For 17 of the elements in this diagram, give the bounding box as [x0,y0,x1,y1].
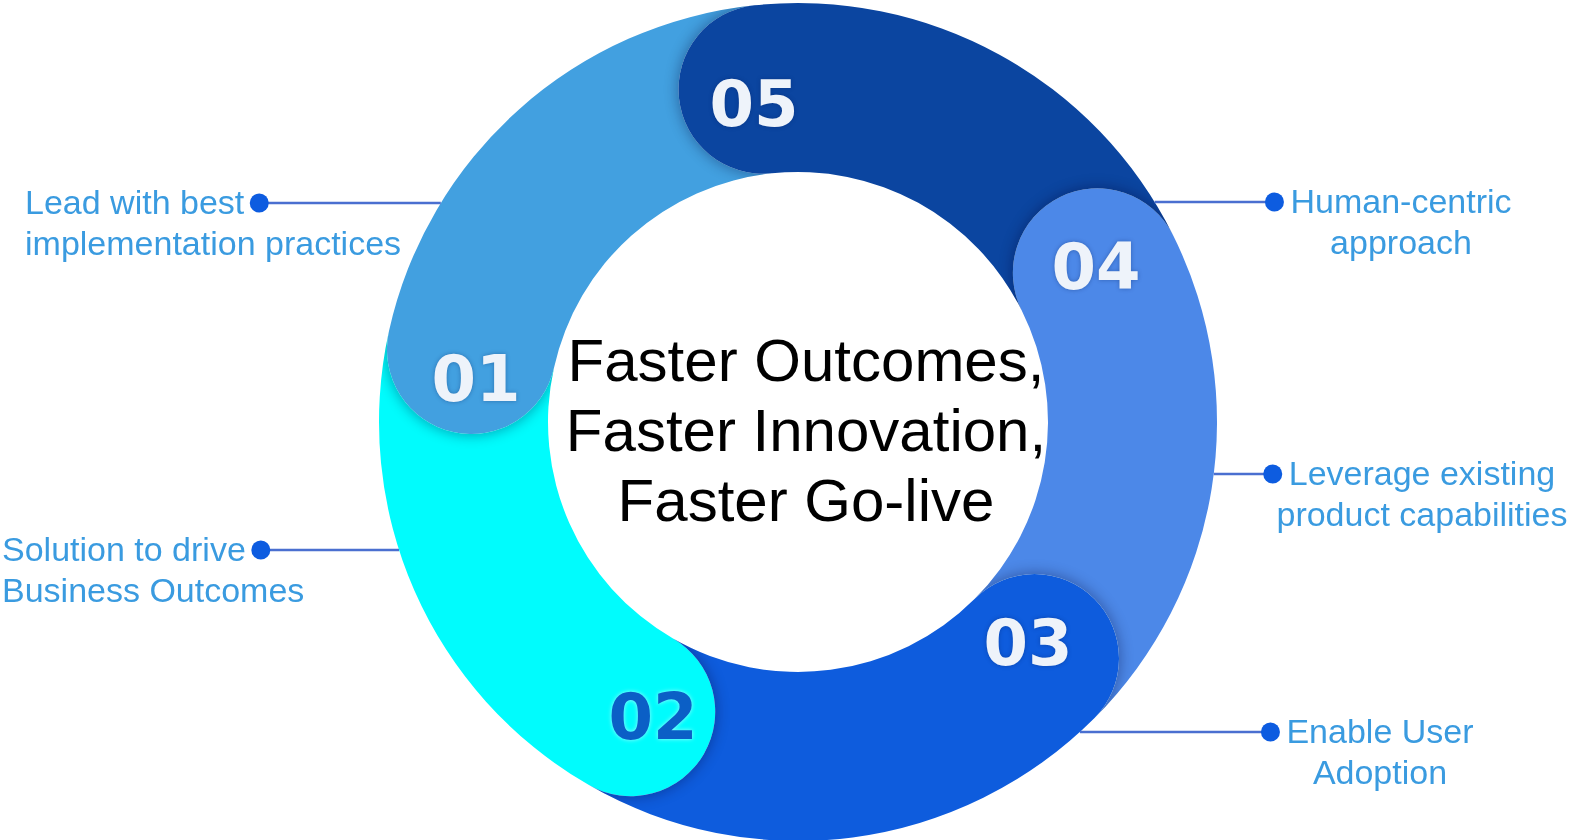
callout-text: Leverage existing product capabilities [1275,453,1569,535]
leader-line [1154,192,1284,212]
segment-number: 04 [1051,235,1141,299]
segment-number: 05 [709,72,799,136]
ring-segment [588,574,1119,840]
callout-text: Enable User Adoption [1285,711,1475,793]
leader-line [249,193,441,213]
segment-number: 03 [983,611,1073,675]
callout-text: Solution to drive Business Outcomes [2,529,307,611]
center-text: Faster Outcomes, Faster Innovation, Faster Go-live [564,326,1048,536]
callout-text: Lead with best implementation practices [25,182,404,264]
callout-text: Human-centric approach [1289,181,1513,263]
leader-line [1213,464,1283,484]
segment-number: 01 [431,347,521,411]
leader-line [251,540,400,560]
leader-line [1079,722,1280,742]
segment-number: 02 [608,685,698,749]
